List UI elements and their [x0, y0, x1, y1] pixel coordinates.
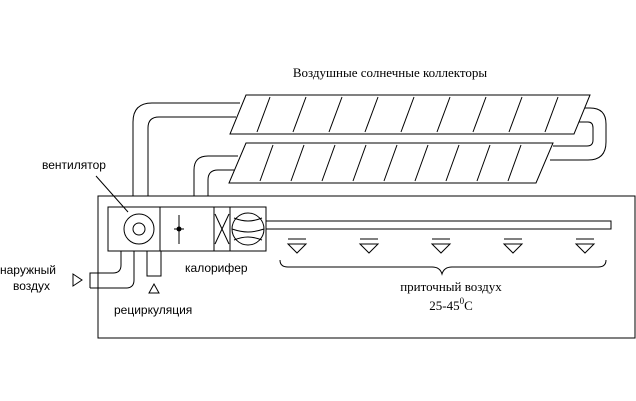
diffuser-icon: [574, 238, 596, 254]
solar-collector-upper: [229, 94, 591, 135]
diffuser-icon: [502, 238, 524, 254]
collector-duct-loops: [132, 102, 607, 196]
label-collectors: Воздушные солнечные коллекторы: [293, 65, 488, 80]
label-supply-air: приточный воздух: [400, 279, 502, 294]
diffusers: [286, 238, 596, 254]
label-heater: калорифер: [185, 261, 248, 275]
fan-icon: [123, 213, 155, 245]
recirculation-inlet: [146, 251, 162, 294]
heater-icon: [231, 212, 265, 246]
label-outdoor-air-line1: наружный: [0, 263, 56, 277]
supply-air-brace: [279, 259, 607, 276]
diffuser-icon: [286, 238, 308, 254]
fan-pointer: [95, 175, 129, 213]
diffuser-icon: [430, 238, 452, 254]
filter-icon: [214, 213, 230, 245]
diffuser-icon: [358, 238, 380, 254]
supply-air-duct: [265, 220, 612, 230]
label-recirculation: рециркуляция: [114, 303, 192, 317]
outdoor-air-inlet: [72, 251, 135, 289]
label-fan: вентилятор: [42, 158, 106, 172]
label-outdoor-air-line2: воздух: [13, 279, 50, 293]
solar-collector-lower: [228, 142, 554, 184]
label-temperature: 25-450C: [429, 296, 473, 313]
damper-icon: [174, 215, 184, 244]
building-outline: [97, 195, 636, 339]
